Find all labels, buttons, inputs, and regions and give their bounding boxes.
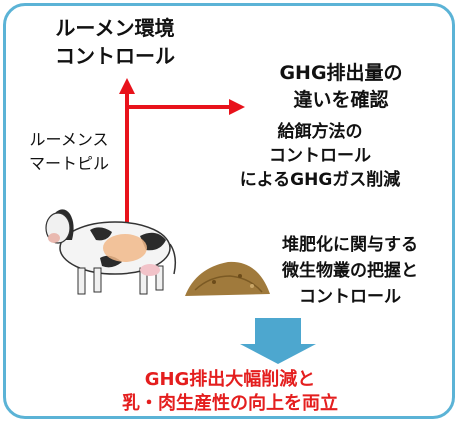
compost-microbiota-label: 堆肥化に関与する 微生物叢の把握と コントロール bbox=[250, 232, 450, 310]
smart-pill-line2: マートピル bbox=[28, 154, 109, 173]
ghg-emission-confirm-label: GHG排出量の 違いを確認 bbox=[246, 60, 436, 114]
manure-line1: 堆肥化に関与する bbox=[282, 235, 418, 255]
feeding-control-label: 給餌方法の コントロール によるGHGガス削減 bbox=[190, 120, 450, 192]
feeding-line3: によるGHGガス削減 bbox=[239, 170, 401, 190]
diagram-frame bbox=[3, 3, 455, 419]
rumen-env-line2: コントロール bbox=[55, 44, 175, 68]
smart-pill-line1: ルーメンス bbox=[29, 130, 109, 149]
conclusion-line2: 乳・肉生産性の向上を両立 bbox=[122, 393, 338, 414]
down-arrow bbox=[240, 318, 316, 364]
ghg-confirm-line1: GHG排出量の bbox=[279, 62, 403, 84]
conclusion-line1: GHG排出大幅削減と bbox=[144, 369, 316, 390]
manure-pile-illustration bbox=[185, 261, 270, 296]
ghg-confirm-line2: 違いを確認 bbox=[293, 89, 389, 111]
conclusion-text: GHG排出大幅削減と 乳・肉生産性の向上を両立 bbox=[30, 368, 430, 416]
cow-illustration bbox=[45, 209, 177, 295]
red-arrow-right bbox=[125, 99, 245, 115]
red-arrow-up bbox=[119, 78, 135, 236]
rumen-smart-pill-label: ルーメンス マートピル bbox=[14, 128, 124, 176]
feeding-line2: コントロール bbox=[269, 146, 371, 166]
manure-line3: コントロール bbox=[299, 287, 401, 307]
rumen-env-line1: ルーメン環境 bbox=[55, 16, 175, 40]
manure-line2: 微生物叢の把握と bbox=[282, 261, 418, 281]
rumen-environment-control-label: ルーメン環境 コントロール bbox=[30, 14, 200, 70]
feeding-line1: 給餌方法の bbox=[277, 122, 363, 142]
